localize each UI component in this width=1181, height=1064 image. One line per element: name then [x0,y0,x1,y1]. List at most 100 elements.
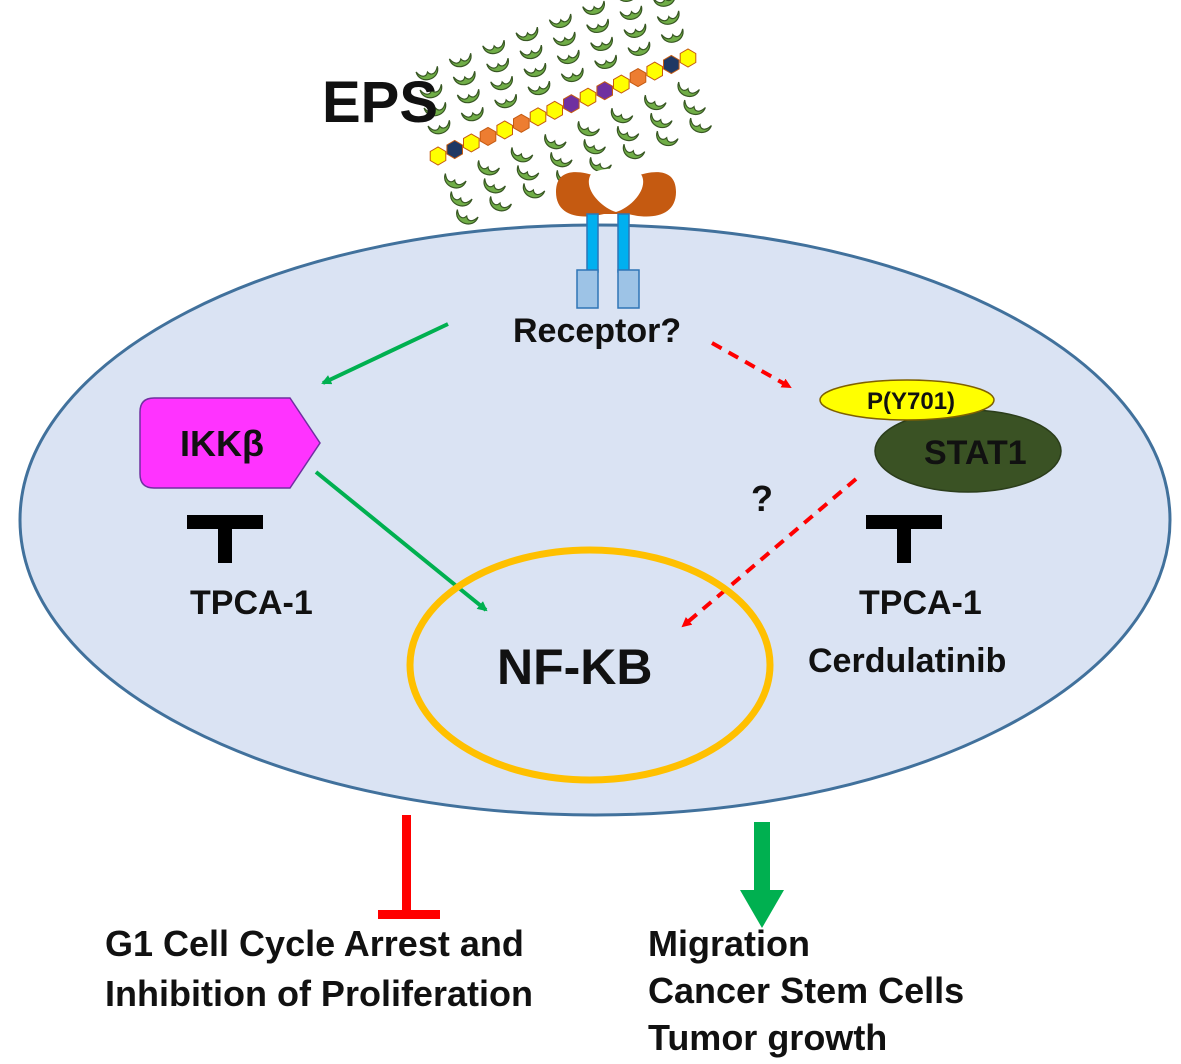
nucleus [406,546,774,784]
sugar-leaf-icon [519,44,543,60]
drug-right-label-1: TPCA-1 [859,584,982,622]
sugar-leaf-icon [522,183,546,199]
sugar-unit-icon [463,133,480,153]
sugar-leaf-icon [623,23,647,38]
sugar-leaf-icon [590,36,613,51]
sugar-leaf-icon [510,147,534,163]
sugar-leaf-icon [652,0,676,7]
arrow-receptor-to-ikk [321,322,449,385]
sugar-leaf-icon [577,121,600,137]
sugar-unit-icon [596,81,613,101]
inhibition-output-icon [378,815,440,919]
sugar-leaf-icon [494,94,517,109]
phospho-shape [819,379,995,421]
stat1-label: STAT1 [924,434,1027,472]
sugar-leaf-icon [415,66,439,81]
ikk-label: IKKβ [180,423,264,464]
sugar-leaf-icon [586,18,609,33]
sugar-leaf-icon [483,178,506,194]
phospho-label: P(Y701) [867,388,955,415]
sugar-leaf-icon [610,108,634,124]
sugar-leaf-icon [560,67,584,83]
sugar-leaf-icon [582,0,605,15]
receptor-pocket [588,168,644,212]
sugar-leaf-icon [456,89,480,104]
activation-output-icon [740,822,784,928]
sugar-unit-icon [513,113,530,133]
sugar-leaf-icon [450,191,473,207]
sugar-leaf-icon [444,173,467,189]
sugar-leaf-icon [583,139,606,155]
receptor-stalk-left [586,213,599,273]
sugar-leaf-icon [460,107,484,122]
sugar-leaf-icon [689,117,712,134]
sugar-leaf-icon [427,120,451,135]
outcome-right-1: Migration [648,923,810,964]
sugar-unit-icon [563,94,580,114]
sugar-unit-icon [629,68,647,88]
sugar-unit-icon [429,146,447,166]
receptor-base-left [576,269,599,309]
eps-label: EPS [322,70,438,135]
inhibitor-left-icon [187,515,263,563]
sugar-unit-icon [479,126,497,146]
sugar-leaf-icon [650,112,673,129]
sugar-leaf-icon [660,28,684,43]
sugar-unit-icon [579,87,597,107]
sugar-leaf-icon [616,126,640,142]
eps-polysaccharide [415,0,712,225]
sugar-leaf-icon [527,80,551,96]
sugar-leaf-icon [490,76,513,91]
receptor-cap [556,172,676,217]
sugar-unit-icon [446,139,463,160]
sugar-unit-icon [613,74,630,94]
sugar-leaf-icon [594,54,617,69]
sugar-leaf-icon [627,41,651,56]
sugar-leaf-icon [544,134,567,150]
sugar-leaf-icon [452,71,476,86]
ikk-shape [139,397,321,489]
receptor-base-right [617,269,640,309]
sugar-leaf-icon [656,10,680,25]
sugar-leaf-icon [548,13,572,29]
question-mark: ? [751,478,773,519]
receptor-label: Receptor? [513,312,681,350]
outcome-left-2: Inhibition of Proliferation [105,973,533,1014]
sugar-leaf-icon [477,160,500,176]
nfkb-label: NF-KB [497,639,653,695]
receptor [556,168,676,309]
sugar-unit-icon [679,48,697,68]
sugar-unit-icon [663,54,680,75]
sugar-leaf-icon [552,31,576,47]
sugar-leaf-icon [644,94,667,111]
sugar-leaf-icon [622,144,646,160]
sugar-leaf-icon [556,49,580,65]
sugar-unit-icon [529,107,547,127]
sugar-leaf-icon [482,40,505,55]
sugar-unit-icon [546,100,563,120]
receptor-stalk-right [617,213,630,273]
sugar-leaf-icon [419,84,443,99]
sugar-leaf-icon [550,152,573,168]
sugar-leaf-icon [683,99,706,116]
sugar-leaf-icon [677,81,700,98]
sugar-leaf-icon [656,130,679,147]
outcome-left-1: G1 Cell Cycle Arrest and [105,923,524,964]
sugar-leaf-icon [456,209,479,225]
drug-left-label: TPCA-1 [190,584,313,622]
sugar-leaf-icon [619,5,643,20]
sugar-leaf-icon [423,102,447,117]
sugar-leaf-icon [515,26,539,42]
sugar-leaf-icon [448,53,472,68]
sugar-leaf-icon [523,62,547,78]
sugar-leaf-icon [516,165,540,181]
sugar-leaf-icon [486,58,509,73]
drug-right-label-2: Cerdulatinib [808,642,1006,680]
sugar-leaf-icon [489,196,512,212]
sugar-unit-icon [646,61,663,81]
outcome-right-2: Cancer Stem Cells [648,970,964,1011]
sugar-leaf-icon [615,0,639,2]
sugar-unit-icon [496,120,513,140]
arrow-receptor-to-stat1 [711,341,792,389]
